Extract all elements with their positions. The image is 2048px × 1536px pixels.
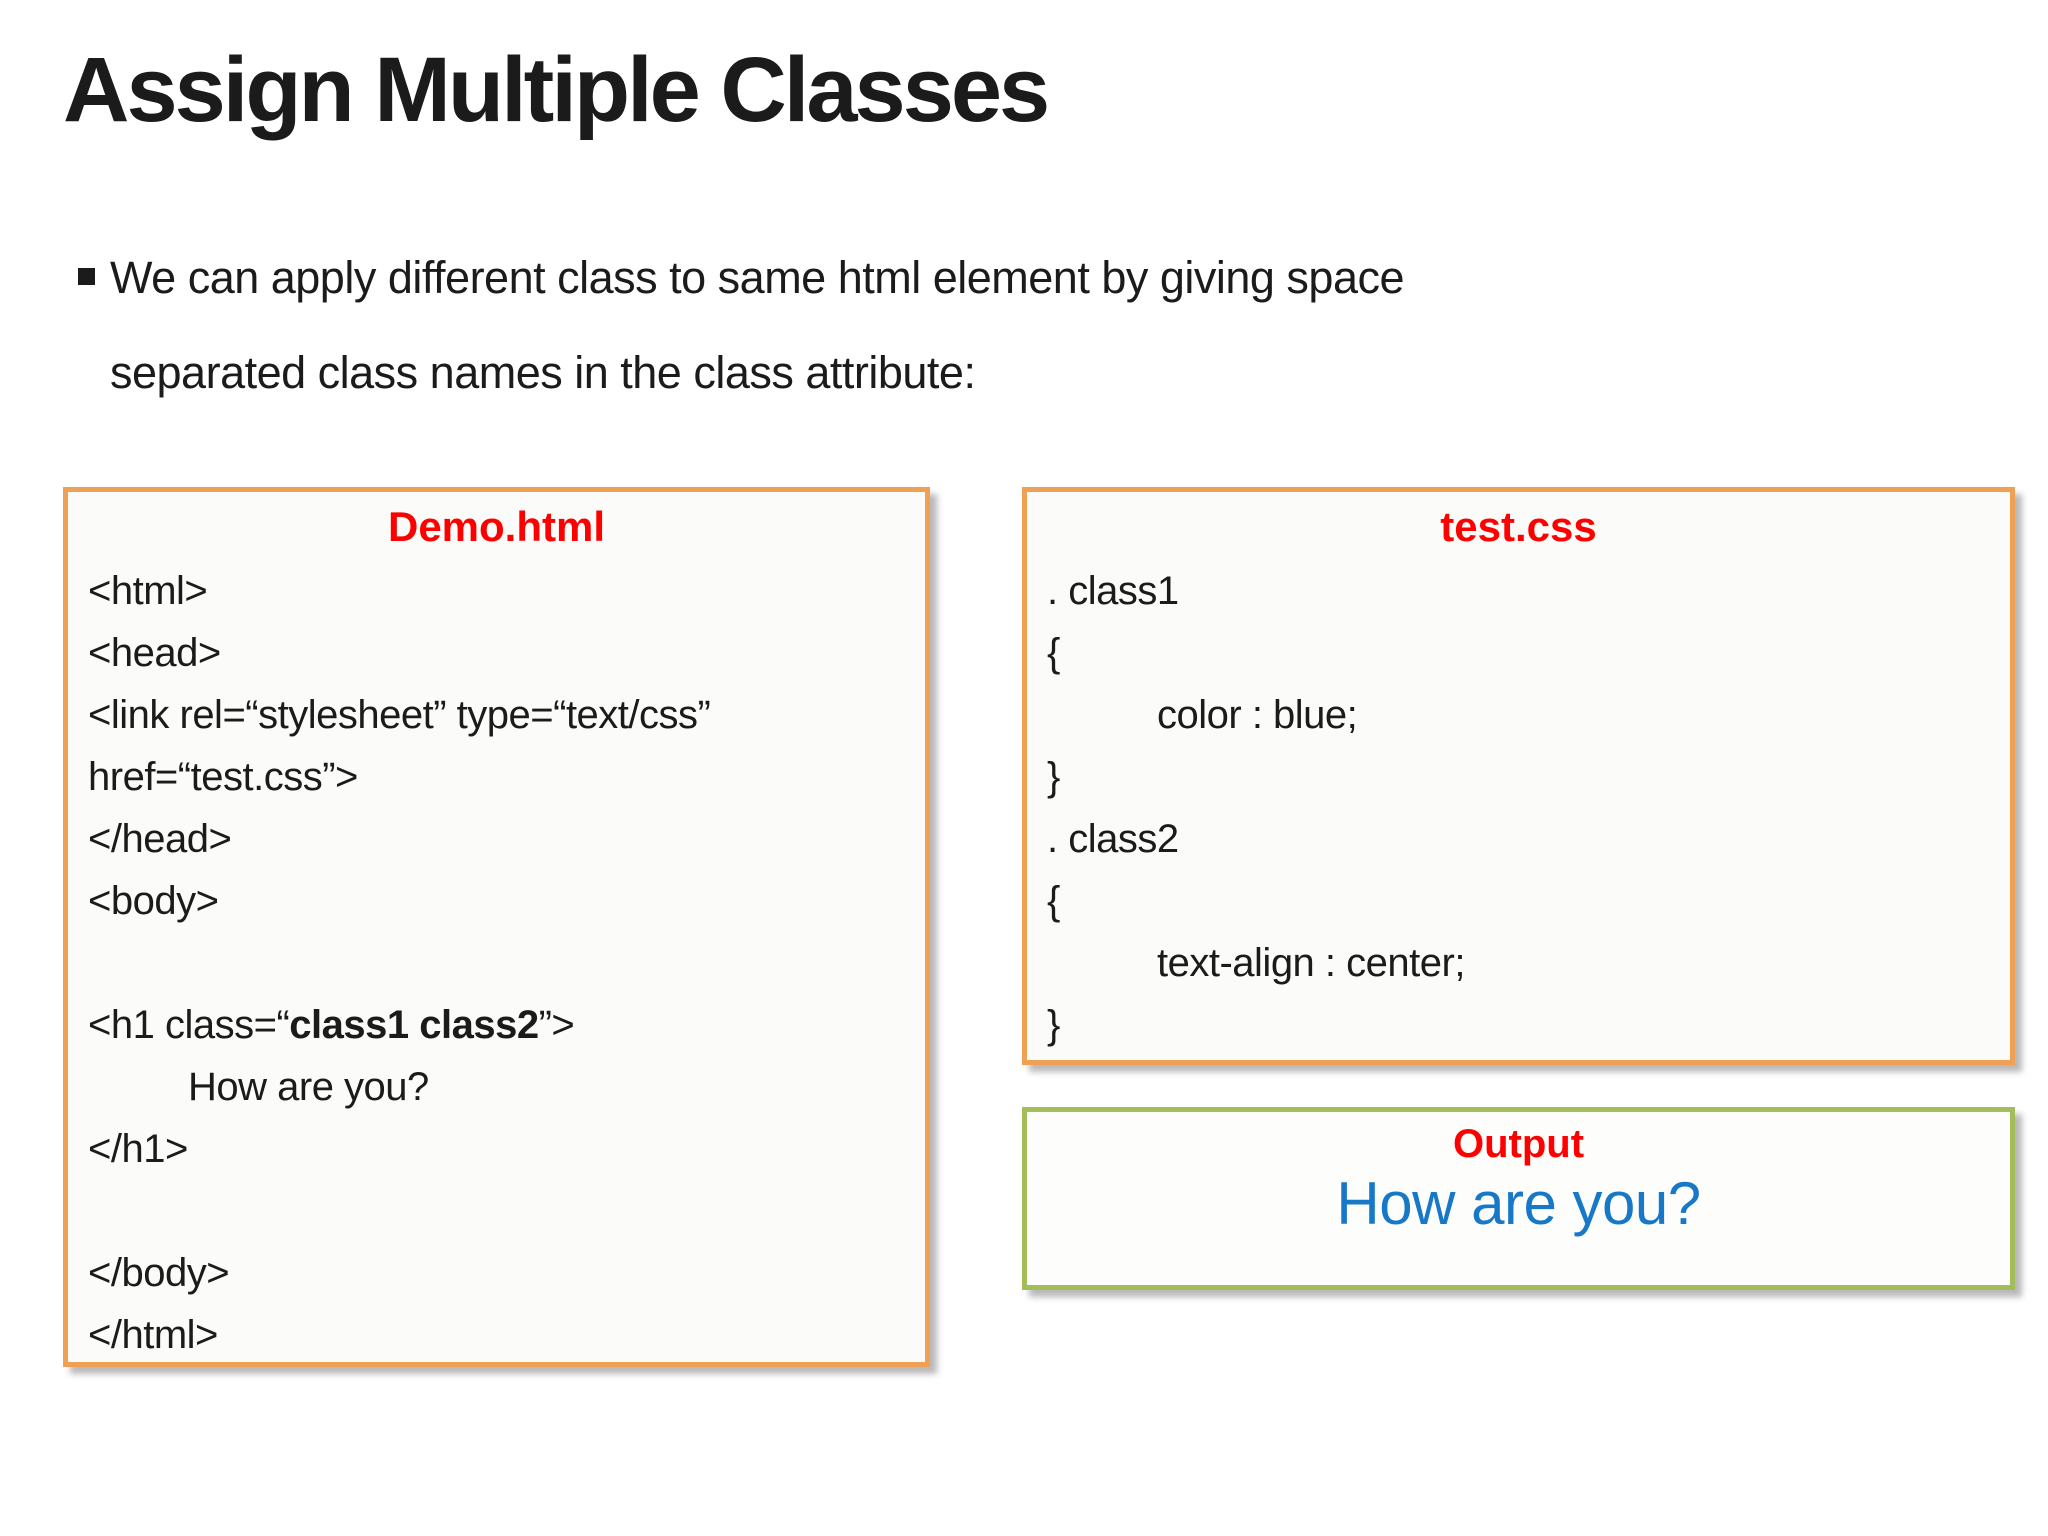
code-line: } [1047,755,1060,799]
code-line: <link rel=“stylesheet” type=“text/css” [88,693,711,737]
code-line: color : blue; [1157,693,1358,737]
bullet-line-1: We can apply different class to same htm… [110,252,1405,303]
code-line: <body> [88,879,219,923]
demo-html-box: Demo.html <html> <head> <link rel=“style… [63,487,930,1367]
h1-open-post: ”> [538,1003,575,1047]
code-line: . class1 [1047,569,1179,613]
code-line-h1-close: </h1> [88,1127,188,1171]
output-box-title: Output [1452,1122,1585,1166]
output-box: Output How are you? [1022,1107,2015,1290]
code-line-h1-content: How are you? [188,1065,429,1109]
test-css-box: test.css . class1 { color : blue; } . cl… [1022,487,2015,1065]
code-line-h1-open: <h1 class=“class1 class2”> [88,994,905,1056]
code-line: <html> [88,569,208,613]
code-line: </html> [88,1313,218,1357]
h1-class-names: class1 class2 [289,1003,539,1047]
bullet-line-2: separated class names in the class attri… [110,347,976,398]
page-title: Assign Multiple Classes [63,39,1050,141]
output-rendered-text: How are you? [1336,1170,1701,1237]
code-line: </head> [88,817,232,861]
test-css-box-title: test.css [1440,503,1597,550]
h1-open-pre: <h1 class=“ [88,1003,290,1047]
code-line: { [1047,631,1060,675]
code-line: <head> [88,631,221,675]
code-line: href=“test.css”> [88,755,358,799]
test-css-code: . class1 { color : blue; } . class2 { te… [1027,560,2010,1056]
code-line: { [1047,879,1060,923]
code-line: . class2 [1047,817,1179,861]
code-line: } [1047,1003,1060,1047]
code-line: text-align : center; [1157,941,1465,985]
demo-html-box-title: Demo.html [387,503,605,550]
code-blank-line [88,1180,905,1242]
bullet-text: We can apply different class to same htm… [110,230,1570,420]
demo-html-code: <html> <head> <link rel=“stylesheet” typ… [68,560,925,1366]
code-blank-line [88,932,905,994]
code-line: </body> [88,1251,230,1295]
square-bullet-icon [78,268,95,285]
